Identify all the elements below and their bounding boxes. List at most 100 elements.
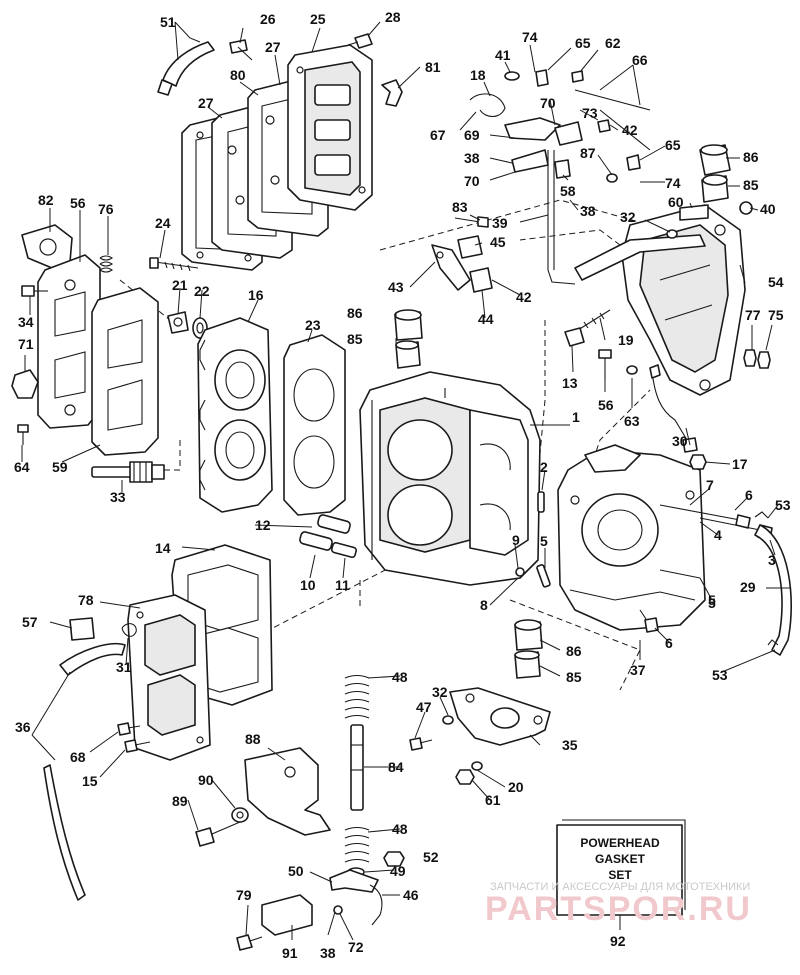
callout-64: 64 [14, 459, 30, 475]
callout-90: 90 [198, 772, 214, 788]
nut-52 [383, 851, 405, 867]
screw-19 [577, 309, 611, 331]
callout-85-top: 85 [743, 177, 759, 193]
callout-15: 15 [82, 773, 98, 789]
callout-71: 71 [18, 336, 34, 352]
kit-label-line1: POWERHEAD [580, 836, 660, 850]
washer-63 [626, 365, 638, 375]
callout-numbers: 51 26 25 28 27 80 81 27 82 56 76 24 21 2… [14, 9, 791, 961]
mount-86-mid [394, 309, 423, 341]
callout-5-mid: 5 [540, 533, 548, 549]
hose-36 [43, 642, 126, 901]
dowel-pins [299, 491, 701, 588]
callout-6-lower: 6 [665, 635, 673, 651]
fitting-21 [167, 311, 189, 334]
screw-15 [124, 739, 151, 753]
callout-26: 26 [260, 11, 276, 27]
bolt-83 [454, 216, 489, 228]
cylinder-block [359, 371, 541, 586]
callout-81: 81 [425, 59, 441, 75]
callout-9: 9 [512, 532, 520, 548]
nut-75-77 [743, 349, 771, 369]
callout-18: 18 [470, 67, 486, 83]
bolt-56-right [598, 349, 612, 380]
lever-43 [431, 244, 471, 291]
reed-plate-78 [127, 594, 211, 761]
callout-32-lower: 32 [432, 684, 448, 700]
callout-70-lower: 70 [464, 173, 480, 189]
screw-68 [117, 722, 141, 736]
callout-48-top: 48 [392, 669, 408, 685]
callout-86-mid: 86 [347, 305, 363, 321]
callout-56-left: 56 [70, 195, 86, 211]
callout-46: 46 [403, 887, 419, 903]
callout-14: 14 [155, 540, 171, 556]
callout-68: 68 [70, 749, 86, 765]
callout-80: 80 [230, 67, 246, 83]
callout-25: 25 [310, 11, 326, 27]
clip-31 [121, 623, 137, 637]
callout-2: 2 [540, 459, 548, 475]
grommet-71 [11, 369, 39, 399]
callout-79: 79 [236, 887, 252, 903]
washer-72 [333, 905, 343, 915]
link-46 [369, 884, 383, 926]
stud-24 [149, 257, 199, 272]
callout-78: 78 [78, 592, 94, 608]
callout-16: 16 [248, 287, 264, 303]
callout-6-right: 6 [745, 487, 753, 503]
spring-48-top [344, 674, 370, 719]
callout-34: 34 [18, 314, 34, 330]
watermark: ЗАПЧАСТИ И АКСЕССУАРЫ ДЛЯ МОТОТЕХНИКИ PA… [485, 881, 750, 928]
callout-50: 50 [288, 863, 304, 879]
gasket-59 [91, 287, 159, 456]
callout-62: 62 [605, 35, 621, 51]
mount-86-top [699, 144, 731, 176]
cylinder-head-16 [197, 317, 273, 513]
bolt-79 [236, 934, 263, 951]
callout-58: 58 [560, 183, 576, 199]
washer-90 [231, 807, 249, 823]
gasket-kit-box: POWERHEAD GASKET SET [556, 819, 686, 930]
callout-73: 73 [582, 105, 598, 121]
callout-70-upper: 70 [540, 95, 556, 111]
callout-39: 39 [492, 215, 508, 231]
mount-86-bottom [514, 619, 543, 651]
mount-85-bottom [514, 650, 541, 679]
exhaust-cover-25 [287, 44, 373, 211]
callout-11: 11 [335, 577, 350, 593]
callout-42-upper: 42 [622, 122, 638, 138]
callout-29: 29 [740, 579, 756, 595]
bracket-88 [244, 747, 331, 836]
callout-40: 40 [760, 201, 776, 217]
small-hardware-top [504, 69, 753, 239]
lever-50 [329, 869, 379, 893]
cover-plate-56 [37, 254, 101, 429]
callout-31: 31 [116, 659, 132, 675]
callout-86-bottom: 86 [566, 643, 582, 659]
callout-59: 59 [52, 459, 68, 475]
callout-41: 41 [495, 47, 511, 63]
callout-67: 67 [430, 127, 446, 143]
callout-83: 83 [452, 199, 468, 215]
screw-47 [409, 737, 433, 751]
callout-48-bottom: 48 [392, 821, 408, 837]
kit-label-line2: GASKET [595, 852, 646, 866]
callout-5-lower: 5 [708, 595, 716, 611]
mount-85-top [701, 174, 729, 203]
callout-66: 66 [632, 52, 648, 68]
throttle-linkage [469, 89, 706, 285]
watermark-caption: ЗАПЧАСТИ И АКСЕССУАРЫ ДЛЯ МОТОТЕХНИКИ [490, 881, 750, 893]
callout-51: 51 [160, 14, 176, 30]
callout-76: 76 [98, 201, 114, 217]
callout-52: 52 [423, 849, 439, 865]
mount-85-mid [395, 340, 421, 369]
callout-72: 72 [348, 939, 364, 955]
callout-38-left: 38 [464, 150, 480, 166]
callout-65-top: 65 [575, 35, 591, 51]
callout-74-right: 74 [665, 175, 681, 191]
callout-35: 35 [562, 737, 578, 753]
callout-leaders [21, 21, 790, 941]
cap-13 [564, 327, 585, 347]
callout-91: 91 [282, 945, 298, 961]
